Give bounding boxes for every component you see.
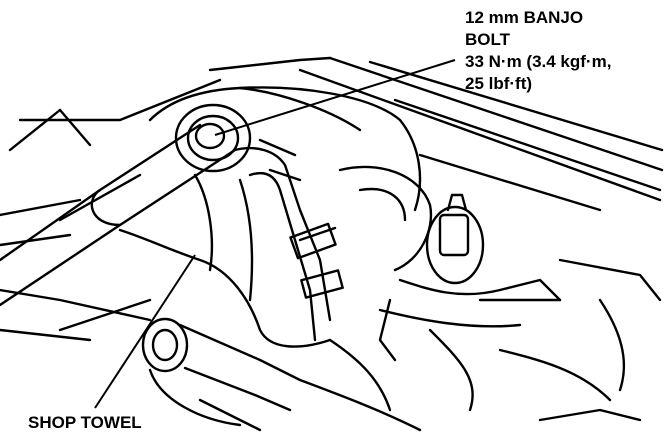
- wrench-head: [174, 103, 252, 173]
- banjo-bolt-torque-line1: 33 N·m (3.4 kgf·m,: [465, 52, 612, 71]
- banjo-bolt-label-line2: BOLT: [465, 30, 511, 49]
- towel-leader-line: [94, 254, 196, 409]
- banjo-bolt-torque-line2: 25 lbf·ft): [465, 74, 533, 93]
- shop-towel-shape: [118, 86, 422, 348]
- right-components: [328, 165, 662, 412]
- banjo-bolt-label-line1: 12 mm BANJO: [465, 8, 584, 27]
- bolt-leader-line: [214, 59, 456, 136]
- shop-towel-label: SHOP TOWEL: [28, 413, 142, 432]
- wrench-handle: [0, 123, 237, 307]
- lower-right-structure: [298, 348, 642, 432]
- fuel-hose: [233, 138, 344, 342]
- engine-body-lines: [8, 56, 664, 212]
- frame-lines-left: [0, 198, 152, 342]
- shop-towel-callout: SHOP TOWEL: [28, 412, 142, 434]
- banjo-bolt-callout: 12 mm BANJO BOLT 33 N·m (3.4 kgf·m, 25 l…: [465, 7, 611, 95]
- lower-pipe: [141, 317, 302, 432]
